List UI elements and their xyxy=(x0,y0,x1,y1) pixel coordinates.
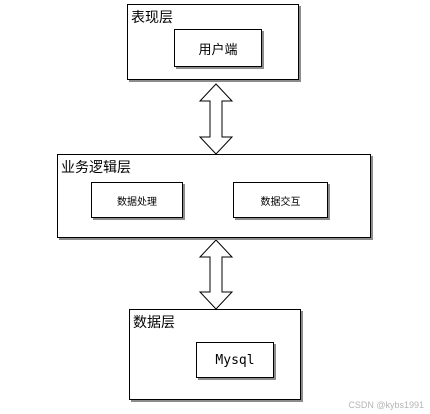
double-arrow-bottom xyxy=(198,239,234,310)
watermark: CSDN @kybs1991 xyxy=(348,400,424,410)
double-arrow-top xyxy=(198,83,234,155)
data-layer-title: 数据层 xyxy=(133,315,175,331)
data-processing-box: 数据处理 xyxy=(91,182,183,218)
business-logic-layer: 业务逻辑层 数据处理 数据交互 xyxy=(57,154,371,238)
mysql-box: Mysql xyxy=(196,342,274,378)
data-layer: 数据层 Mysql xyxy=(129,309,301,400)
business-layer-title: 业务逻辑层 xyxy=(61,160,131,176)
client-box: 用户端 xyxy=(174,29,262,67)
presentation-layer-title: 表现层 xyxy=(131,10,173,26)
presentation-layer: 表现层 用户端 xyxy=(127,4,299,80)
data-exchange-box: 数据交互 xyxy=(233,182,328,218)
